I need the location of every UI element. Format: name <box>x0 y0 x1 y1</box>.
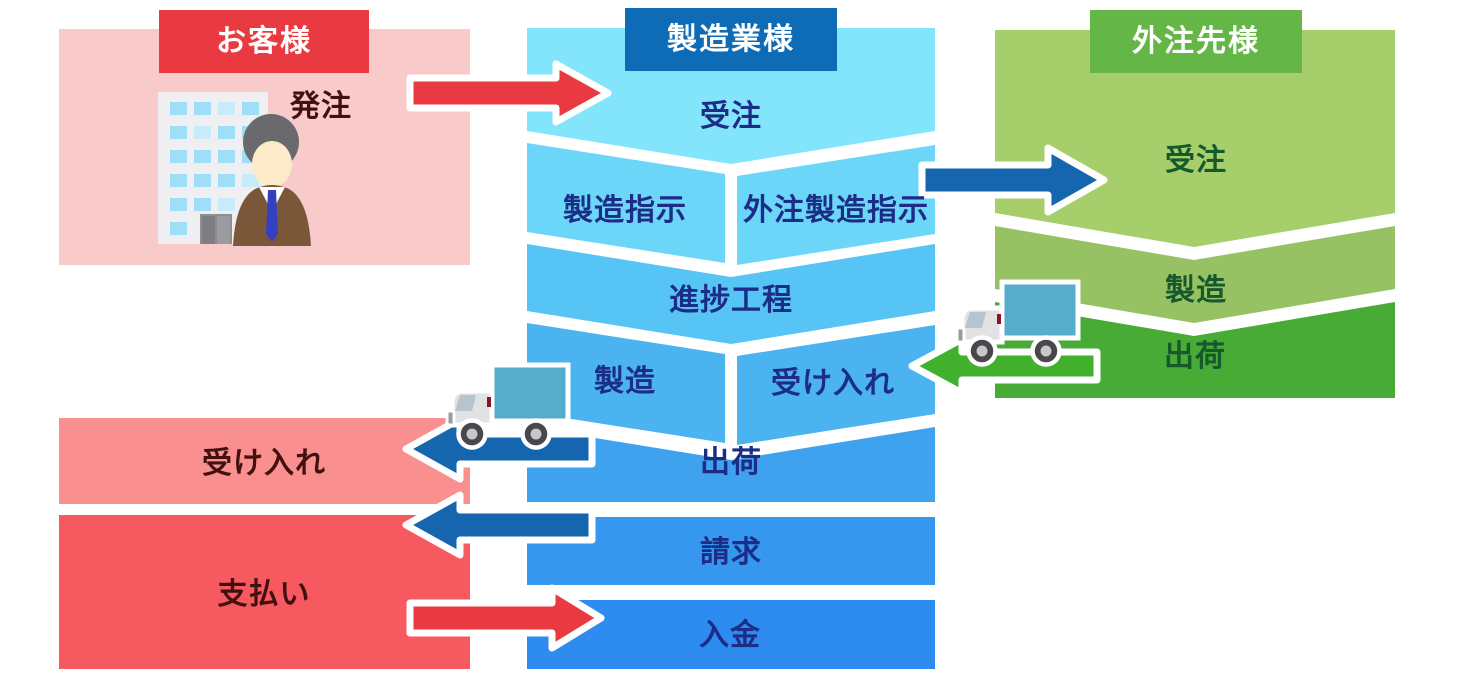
sub-band-label-seizo: 製造 <box>1165 274 1227 307</box>
band-label-seikyu: 請求 <box>700 536 762 569</box>
customer-pay-box <box>59 515 470 669</box>
band-label-juchu: 受注 <box>700 100 762 133</box>
invoice-arrow <box>402 491 596 559</box>
band-subcontractor-juchu <box>995 30 1395 247</box>
payment-arrow <box>406 584 605 652</box>
customer-header: お客様 <box>159 10 369 73</box>
band-manufacturer-shukka <box>527 427 935 502</box>
order-label: 発注 <box>290 90 352 123</box>
manufacturer-header: 製造業様 <box>625 8 837 71</box>
sub-band-label-juchu: 受注 <box>1165 144 1227 177</box>
building-windows-light <box>194 102 259 211</box>
band-manufacturer-shinchoku <box>527 244 935 344</box>
band-manufacturer-nyukin <box>527 600 935 669</box>
band-manufacturer-ukeire <box>737 325 935 445</box>
businessman-face <box>252 141 292 187</box>
customer-accept-label: 受け入れ <box>202 447 326 480</box>
band-subcontractor-seizo <box>995 226 1395 323</box>
band-label-seizo-shiji: 製造指示 <box>563 194 687 227</box>
building-door-panel <box>217 216 230 244</box>
businessman-tie <box>266 190 278 242</box>
band-label-gaichu-seizo-shiji: 外注製造指示 <box>743 194 929 227</box>
customer-pay-label: 支払い <box>217 578 311 611</box>
businessman-icon <box>233 114 311 246</box>
subcontractor-header: 外注先様 <box>1090 10 1302 73</box>
band-label-ukeire: 受け入れ <box>771 367 895 400</box>
building-windows <box>170 102 259 235</box>
sub-band-label-shukka: 出荷 <box>1164 340 1226 373</box>
band-manufacturer-seikyu <box>527 517 935 585</box>
customer-accept-box <box>59 418 470 504</box>
band-label-shinchoku: 進捗工程 <box>669 284 793 317</box>
building-door-panel <box>202 216 215 244</box>
outsource-order-arrow <box>918 144 1108 216</box>
band-manufacturer-seizo <box>527 323 725 443</box>
band-manufacturer-seizo-shiji <box>527 143 725 263</box>
order-arrow <box>406 60 612 126</box>
band-label-seizo: 製造 <box>594 365 656 398</box>
band-manufacturer-gaichu-seizo-shiji <box>737 145 935 265</box>
band-label-nyukin: 入金 <box>699 619 761 652</box>
band-label-shukka: 出荷 <box>700 446 762 479</box>
